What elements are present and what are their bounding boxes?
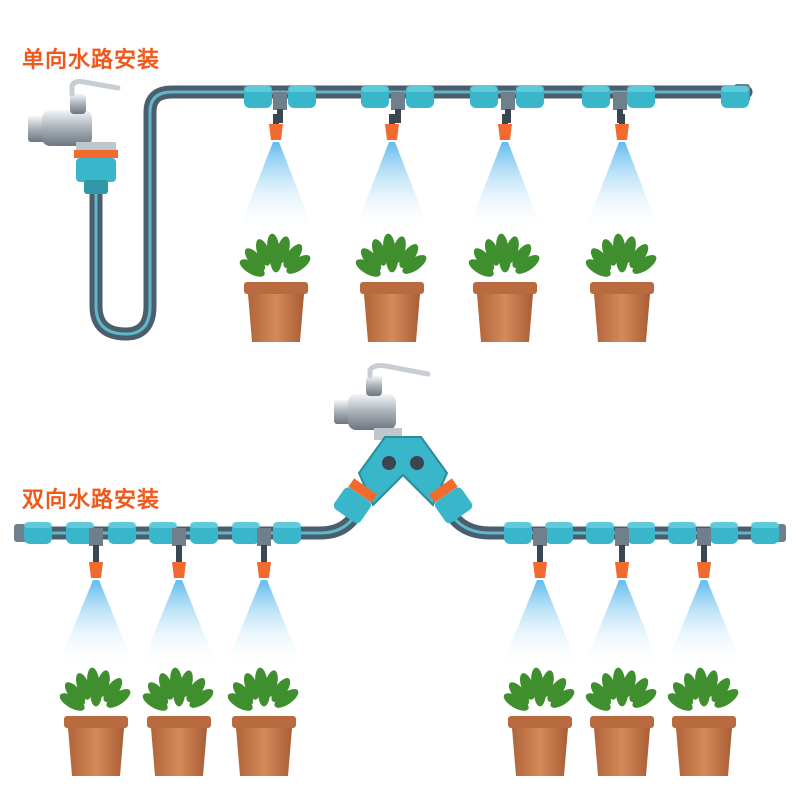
emitter-unit <box>666 552 742 776</box>
emitter-unit <box>467 114 543 342</box>
potted-plant-icon <box>355 233 427 342</box>
emitter-unit <box>58 552 134 776</box>
water-mist <box>502 580 578 666</box>
potted-plant-icon <box>468 233 540 342</box>
emitters <box>58 114 742 776</box>
hose-connector <box>66 522 94 544</box>
hose-connector <box>24 522 52 544</box>
emitter-unit <box>226 552 302 776</box>
water-mist <box>226 580 302 666</box>
hose-connector <box>244 86 272 108</box>
water-mist <box>238 142 314 232</box>
hose-connector <box>149 522 177 544</box>
emitter-unit <box>502 552 578 776</box>
potted-plant-icon <box>585 667 657 776</box>
nozzle-icon <box>615 114 629 140</box>
water-mist <box>666 580 742 666</box>
water-mist <box>584 142 660 232</box>
potted-plant-icon <box>585 233 657 342</box>
hose-connector <box>668 522 696 544</box>
y-splitter-icon <box>333 436 473 524</box>
potted-plant-icon <box>503 667 575 776</box>
hose-connector <box>361 86 389 108</box>
single-connectors <box>244 86 749 123</box>
hose-connector <box>721 86 749 108</box>
hose-connector <box>710 522 738 544</box>
potted-plant-icon <box>667 667 739 776</box>
water-mist <box>584 580 660 666</box>
water-mist <box>354 142 430 232</box>
emitter-unit <box>238 114 314 342</box>
nozzle-icon <box>257 552 271 578</box>
emitter-unit <box>354 114 430 342</box>
hose-connector <box>586 522 614 544</box>
emitter-unit <box>584 114 660 342</box>
water-mist <box>58 580 134 666</box>
hose-connector <box>273 522 301 544</box>
emitter-unit <box>584 552 660 776</box>
nozzle-icon <box>498 114 512 140</box>
tee-joint <box>273 92 287 123</box>
water-mist <box>141 580 217 666</box>
hose-connector <box>504 522 532 544</box>
potted-plant-icon <box>239 233 311 342</box>
potted-plant-icon <box>59 667 131 776</box>
hose-connector <box>470 86 498 108</box>
nozzle-icon <box>89 552 103 578</box>
hose-connector <box>108 522 136 544</box>
hose-connector <box>627 86 655 108</box>
hose-connector <box>190 522 218 544</box>
double-connectors <box>24 522 779 559</box>
hose-connector <box>751 522 779 544</box>
hose-connector <box>516 86 544 108</box>
nozzle-icon <box>385 114 399 140</box>
nozzle-icon <box>533 552 547 578</box>
double-direction-caption: 双向水路安装 <box>22 488 161 513</box>
hose-connector <box>627 522 655 544</box>
hose-connector <box>232 522 260 544</box>
hose-connector <box>288 86 316 108</box>
potted-plant-icon <box>227 667 299 776</box>
nozzle-icon <box>269 114 283 140</box>
hose-connector <box>582 86 610 108</box>
water-mist <box>467 142 543 232</box>
tee-joint <box>391 92 405 123</box>
nozzle-icon <box>697 552 711 578</box>
emitter-unit <box>141 552 217 776</box>
single-direction-caption: 单向水路安装 <box>22 48 161 73</box>
faucet-icon <box>28 79 121 194</box>
potted-plant-icon <box>142 667 214 776</box>
faucet-icon <box>334 363 431 440</box>
hose-connector <box>545 522 573 544</box>
single-hose <box>89 84 753 341</box>
hose-connector <box>406 86 434 108</box>
nozzle-icon <box>172 552 186 578</box>
nozzle-icon <box>615 552 629 578</box>
